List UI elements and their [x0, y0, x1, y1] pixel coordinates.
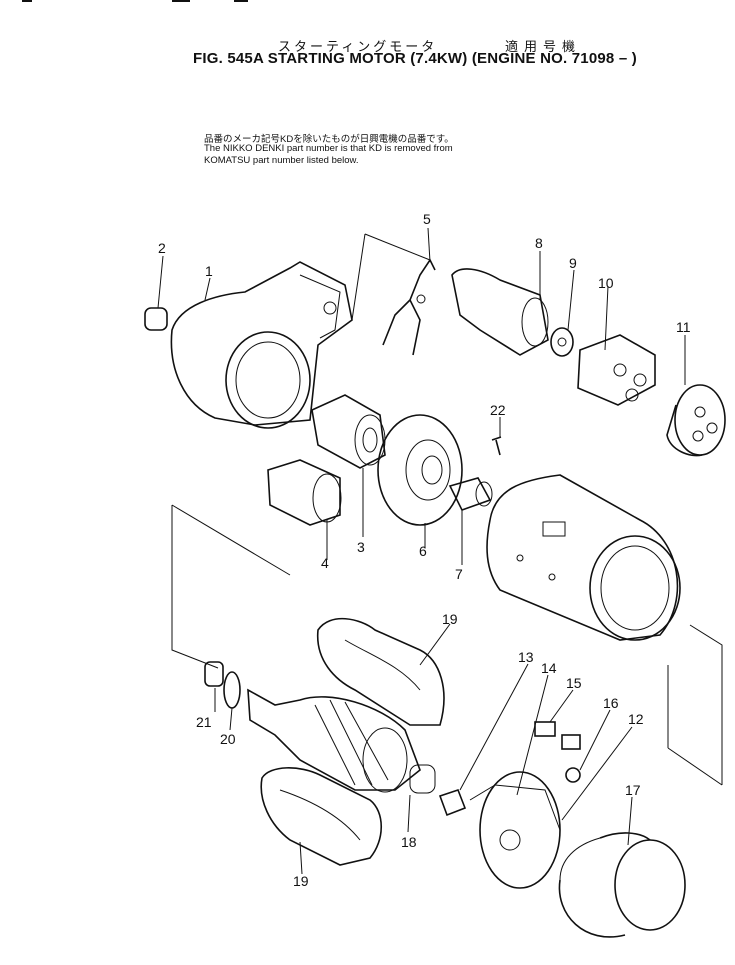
part-21-bearing [204, 661, 224, 687]
part-12-rear-bracket [469, 771, 561, 889]
scan-mark [234, 0, 248, 2]
part-17-rear-cover [558, 832, 686, 938]
part-10-magnet-switch [577, 334, 656, 406]
scan-mark [22, 0, 32, 2]
part-7-bushing [448, 477, 493, 511]
part-18-armature [247, 688, 436, 794]
scan-mark [172, 0, 190, 2]
japanese-applicable-label: 適用号機 [505, 39, 582, 54]
callout-15: 15 [566, 675, 582, 691]
callout-14: 14 [541, 660, 557, 676]
note-line-2: KOMATSU part number listed below. [204, 155, 359, 166]
callout-12: 12 [628, 711, 644, 727]
callout-13: 13 [518, 649, 534, 665]
callout-20: 20 [220, 731, 236, 747]
callout-6: 6 [419, 543, 427, 559]
note-japanese: 品番のメーカ記号KDを除いたものが日興電機の品番です。 [204, 134, 454, 145]
callout-7: 7 [455, 566, 463, 582]
part-19-field-coil-upper [317, 617, 445, 726]
callout-5: 5 [423, 211, 431, 227]
callout-19-lower: 19 [293, 873, 309, 889]
callout-18: 18 [401, 834, 417, 850]
part-8-plunger [451, 268, 549, 356]
part-19-field-coil-lower [260, 767, 382, 866]
part-5-shift-lever [382, 258, 436, 356]
part-16-spring [565, 767, 581, 783]
leader-lines [157, 227, 686, 875]
part-13-bushing [438, 789, 467, 817]
part-20-washer [223, 671, 241, 709]
callout-19-upper: 19 [442, 611, 458, 627]
part-1-front-housing [170, 261, 353, 429]
part-11-cover [666, 384, 726, 457]
callout-17: 17 [625, 782, 641, 798]
assembly-lines [171, 233, 723, 786]
callout-16: 16 [603, 695, 619, 711]
callout-9: 9 [569, 255, 577, 271]
part-3-clutch [311, 394, 386, 469]
callout-1: 1 [205, 263, 213, 279]
part-9-washer [550, 327, 574, 357]
yoke-field-frame [486, 474, 681, 641]
part-6-center-bracket [377, 414, 463, 526]
part-15-brush [534, 721, 581, 750]
part-2-bushing [144, 307, 168, 331]
japanese-title: スターティングモータ [278, 39, 438, 54]
callout-10: 10 [598, 275, 614, 291]
callout-8: 8 [535, 235, 543, 251]
callout-numbers: 1 2 3 4 5 6 7 8 9 10 11 12 13 14 15 16 1… [158, 211, 691, 889]
note-line-1: The NIKKO DENKI part number is that KD i… [204, 143, 453, 154]
callout-21: 21 [196, 714, 212, 730]
callout-2: 2 [158, 240, 166, 256]
figure-title: FIG. 545A STARTING MOTOR (7.4KW) (ENGINE… [193, 50, 637, 67]
part-22-screw [491, 436, 502, 456]
callout-11: 11 [676, 319, 691, 335]
callout-22: 22 [490, 402, 506, 418]
part-4-pinion [267, 459, 342, 526]
callout-4: 4 [321, 555, 329, 571]
callout-3: 3 [357, 539, 365, 555]
